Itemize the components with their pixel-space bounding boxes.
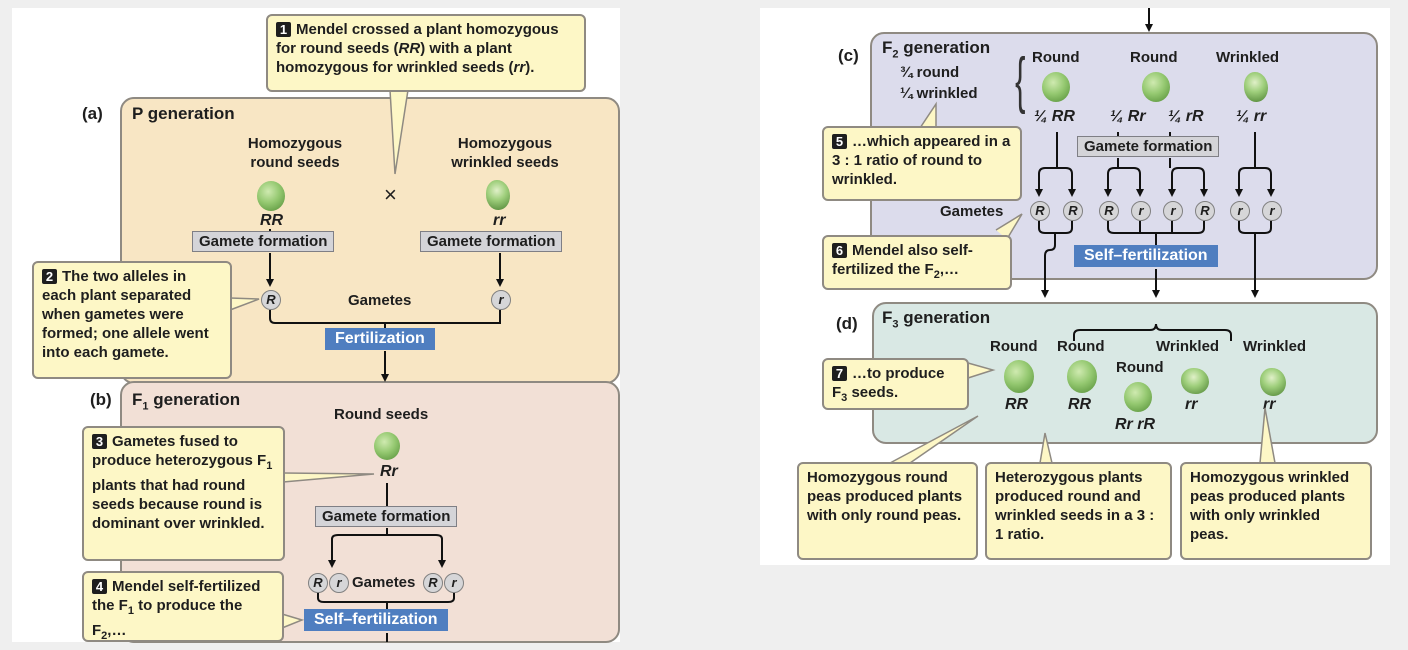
- f3-phenotype: Wrinkled: [1243, 338, 1307, 355]
- section-b-letter: (b): [90, 390, 112, 409]
- gamete-allele: r: [491, 290, 511, 310]
- wrinkled-pea-icon: [486, 180, 510, 210]
- f3-genotype: Rr rR: [1115, 416, 1156, 433]
- p-generation-title: P generation: [132, 104, 235, 123]
- gamete-allele: R: [423, 573, 443, 593]
- gamete-allele: r: [1230, 201, 1250, 221]
- round-pea-icon: [1142, 72, 1170, 102]
- cross-symbol: ×: [384, 182, 397, 207]
- round-pea-icon: [1067, 360, 1097, 393]
- right-diagram-panel: (c) F2 generation ¾ round ¼ wrinkled { R…: [760, 8, 1390, 565]
- gamete-allele: r: [329, 573, 349, 593]
- callout-text: Mendel crossed a plant homozygous for ro…: [276, 21, 559, 76]
- step-number-badge: 6: [832, 243, 847, 258]
- wrinkled-pea-icon: [1181, 368, 1209, 394]
- f3-phenotype: Wrinkled: [1156, 338, 1220, 355]
- callout-text: …which appeared in a 3 : 1 ratio of roun…: [832, 133, 1011, 188]
- round-pea-icon: [1004, 360, 1034, 393]
- f2-gametes-label: Gametes: [940, 203, 1004, 220]
- step-number-badge: 5: [832, 134, 847, 149]
- gamete-allele: r: [444, 573, 464, 593]
- round-pea-icon: [1042, 72, 1070, 102]
- f2-genotype: ¼ Rr: [1110, 108, 1146, 125]
- callout-text: Mendel also self-fertilized the F2,…: [832, 242, 973, 281]
- section-d-letter: (d): [836, 314, 858, 333]
- callout-text: Mendel self-fertilized the F1 to produce…: [92, 578, 261, 642]
- gamete-formation-left: Gamete formation: [192, 231, 335, 252]
- f3-genotype: RR: [1005, 396, 1029, 413]
- callout-text: Gametes fused to produce heterozygous F1…: [92, 433, 273, 532]
- callout-step-7: 7…to produce F3 seeds.: [822, 358, 969, 410]
- f3-phenotype: Round: [1057, 338, 1105, 355]
- f3-phenotype: Round: [1116, 359, 1164, 376]
- section-c-letter: (c): [838, 46, 859, 65]
- f2-ratio-round: ¾ round: [900, 64, 960, 81]
- f2-gamete-formation: Gamete formation: [1077, 136, 1220, 157]
- f2-phenotype: Round: [1032, 49, 1080, 66]
- f3-genotype: rr: [1185, 396, 1198, 413]
- gamete-allele: R: [308, 573, 328, 593]
- round-pea-icon: [257, 181, 285, 211]
- round-pea-icon: [1124, 382, 1152, 412]
- gamete-allele: R: [1195, 201, 1215, 221]
- f2-genotype: ¼ rr: [1236, 108, 1267, 125]
- round-pea-icon: [374, 432, 400, 460]
- gamete-allele: R: [1063, 201, 1083, 221]
- fertilization-label: Fertilization: [325, 328, 435, 350]
- parent-right-label: Homozygous wrinkled seeds: [451, 135, 559, 171]
- f1-gametes-label: Gametes: [352, 574, 416, 591]
- callout-text: …to produce F3 seeds.: [832, 365, 945, 404]
- f2-phenotype: Wrinkled: [1216, 49, 1280, 66]
- brace-icon: {: [1015, 46, 1026, 115]
- f2-self-fertilization-label: Self–fertilization: [1074, 245, 1218, 267]
- parent-left-label: Homozygous round seeds: [247, 135, 343, 171]
- f3-genotype: RR: [1068, 396, 1092, 413]
- wrinkled-pea-icon: [1244, 72, 1268, 102]
- f2-genotype: ¼ RR: [1034, 108, 1075, 125]
- section-a-letter: (a): [82, 104, 103, 123]
- f3-phenotype: Round: [990, 338, 1038, 355]
- callout-step-5: 5…which appeared in a 3 : 1 ratio of rou…: [822, 126, 1022, 201]
- step-number-badge: 2: [42, 269, 57, 284]
- step-number-badge: 1: [276, 22, 291, 37]
- f1-self-fertilization-label: Self–fertilization: [304, 609, 448, 631]
- left-diagram-panel: (a) P generation Homozygous round seeds …: [12, 8, 620, 643]
- gamete-allele: R: [261, 290, 281, 310]
- step-number-badge: 3: [92, 434, 107, 449]
- f2-genotype: ¼ rR: [1168, 108, 1204, 125]
- f1-genotype: Rr: [380, 463, 398, 480]
- callout-homozygous-round: Homozygous round peas produced plants wi…: [797, 462, 978, 560]
- f1-generation-title: F1 generation: [132, 390, 241, 413]
- gametes-label: Gametes: [348, 292, 412, 309]
- gamete-allele: R: [1030, 201, 1050, 221]
- step-number-badge: 7: [832, 366, 847, 381]
- gamete-allele: r: [1131, 201, 1151, 221]
- callout-heterozygous: Heterozygous plants produced round and w…: [985, 462, 1172, 560]
- parent-left-genotype: RR: [260, 212, 284, 229]
- gamete-allele: r: [1163, 201, 1183, 221]
- f1-seed-label: Round seeds: [334, 406, 429, 423]
- f3-generation-title: F3 generation: [882, 308, 991, 331]
- f2-generation-title: F2 generation: [882, 38, 991, 61]
- parent-right-genotype: rr: [493, 212, 506, 229]
- f2-phenotype: Round: [1130, 49, 1178, 66]
- f1-gamete-formation: Gamete formation: [315, 506, 458, 527]
- callout-homozygous-wrinkled: Homozygous wrinkled peas produced plants…: [1180, 462, 1372, 560]
- callout-text: The two alleles in each plant separated …: [42, 268, 209, 361]
- wrinkled-pea-icon: [1260, 368, 1286, 396]
- gamete-allele: r: [1262, 201, 1282, 221]
- gamete-formation-right: Gamete formation: [420, 231, 563, 252]
- f2-ratio-wrinkled: ¼ wrinkled: [900, 85, 978, 102]
- step-number-badge: 4: [92, 579, 107, 594]
- f3-genotype: rr: [1263, 396, 1276, 413]
- gamete-allele: R: [1099, 201, 1119, 221]
